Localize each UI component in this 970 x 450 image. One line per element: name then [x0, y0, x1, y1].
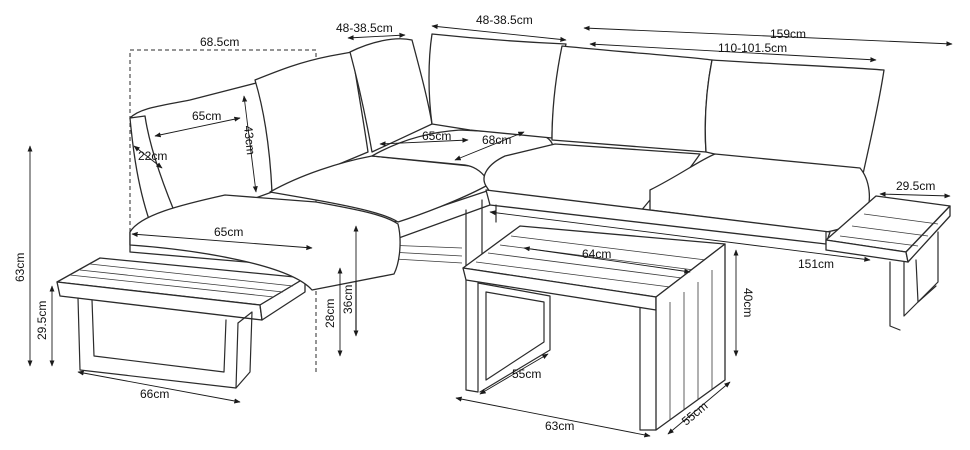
label-65cm-seat: 65cm [214, 225, 243, 239]
label-64cm: 64cm [582, 247, 611, 261]
label-48-38-5cm-right: 48-38.5cm [476, 13, 533, 27]
label-28cm: 28cm [323, 299, 337, 328]
label-55cm-inner: 55cm [512, 367, 541, 381]
label-40cm: 40cm [741, 288, 755, 317]
label-29-5cm-side: 29.5cm [896, 179, 935, 193]
label-159cm: 159cm [770, 27, 806, 41]
label-65cm-back: 65cm [192, 109, 221, 123]
left-side-table [56, 257, 306, 389]
label-36cm: 36cm [341, 285, 355, 314]
label-63cm-height: 63cm [13, 253, 27, 282]
label-68-5cm: 68.5cm [200, 35, 239, 49]
label-29-5cm-height: 29.5cm [35, 301, 49, 340]
label-48-38-5cm-left: 48-38.5cm [336, 21, 393, 35]
label-65cm-corner: 65cm [422, 129, 451, 143]
label-151cm: 151cm [798, 257, 834, 271]
label-68cm: 68cm [482, 133, 511, 147]
dimension-lines [27, 24, 953, 438]
label-22cm: 22cm [138, 149, 167, 163]
label-43cm: 43cm [241, 125, 258, 156]
label-66cm: 66cm [140, 387, 169, 401]
label-63cm-table: 63cm [545, 419, 574, 433]
label-110-101-5cm: 110-101.5cm [718, 41, 787, 55]
